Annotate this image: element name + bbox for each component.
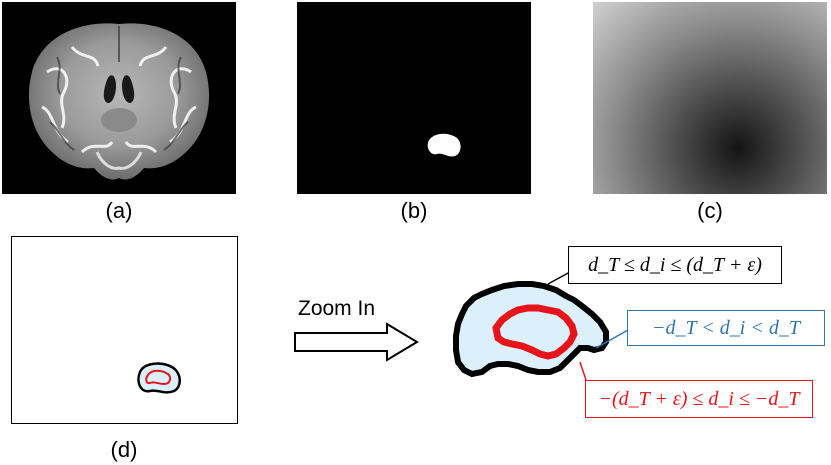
zoomed-band-drawing xyxy=(453,281,609,378)
caption-d: (d) xyxy=(110,437,138,462)
band-map-drawing xyxy=(137,362,181,394)
distance-map-image xyxy=(593,2,827,194)
zoom-in-label: Zoom In xyxy=(298,297,376,320)
caption-b: (b) xyxy=(400,198,428,223)
distance-map-drawing xyxy=(593,2,827,194)
band-map-panel xyxy=(11,236,238,424)
brain-mri-image xyxy=(2,2,236,194)
brain-mri-drawing xyxy=(28,23,210,180)
inner-band-equation: −(d_T + ε) ≤ d_i ≤ −d_T xyxy=(585,380,813,418)
leader-line-middle xyxy=(595,329,629,349)
inner-band-equation-text: −(d_T + ε) ≤ d_i ≤ −d_T xyxy=(598,387,800,410)
zoom-arrow-icon xyxy=(294,322,419,362)
middle-band-equation: −d_T < d_i < d_T xyxy=(627,310,825,346)
outer-band-equation-text: d_T ≤ d_i ≤ (d_T + ε) xyxy=(588,253,762,276)
mask-drawing xyxy=(427,133,461,157)
caption-c: (c) xyxy=(697,198,723,223)
mask-image xyxy=(297,2,531,194)
outer-band-equation: d_T ≤ d_i ≤ (d_T + ε) xyxy=(568,246,782,284)
caption-a: (a) xyxy=(105,198,133,223)
leader-line-outer xyxy=(547,271,571,285)
middle-band-equation-text: −d_T < d_i < d_T xyxy=(652,316,800,339)
leader-lines xyxy=(547,271,629,381)
leader-line-inner xyxy=(579,361,587,381)
